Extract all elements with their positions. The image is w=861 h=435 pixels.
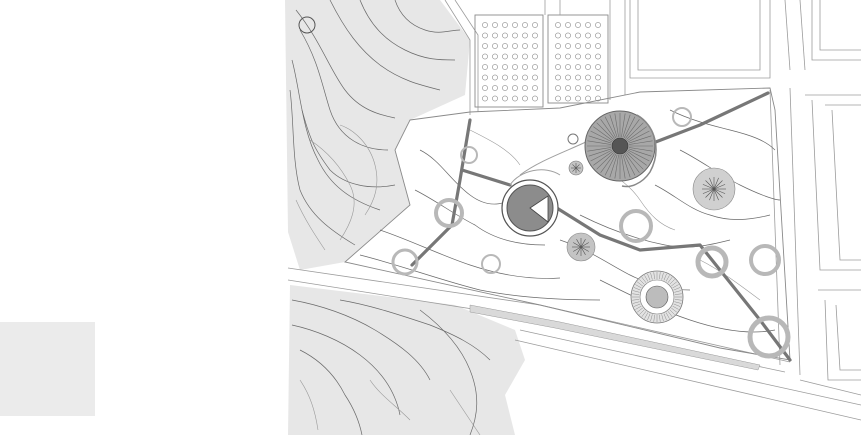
central-pavilion: [501, 179, 559, 237]
urban-blocks-east: [769, 87, 861, 396]
parking-stalls: [482, 22, 601, 102]
parking-lot-left: [474, 14, 544, 108]
ring-planters: [391, 107, 791, 359]
legend-panel: [0, 322, 95, 416]
radial-garden: [630, 270, 684, 324]
star-trees: [566, 160, 736, 262]
terrain-shade-lower: [288, 285, 525, 435]
contours-west: [289, 0, 461, 251]
large-domed-pavilion: [584, 110, 657, 188]
contours-southwest: [291, 299, 491, 435]
parking-lot-right: [547, 14, 609, 104]
walking-paths: [410, 91, 792, 362]
urban-blocks-north: [444, 0, 861, 115]
ramp-strip: [469, 304, 761, 371]
north-circle-marker: [298, 16, 316, 34]
